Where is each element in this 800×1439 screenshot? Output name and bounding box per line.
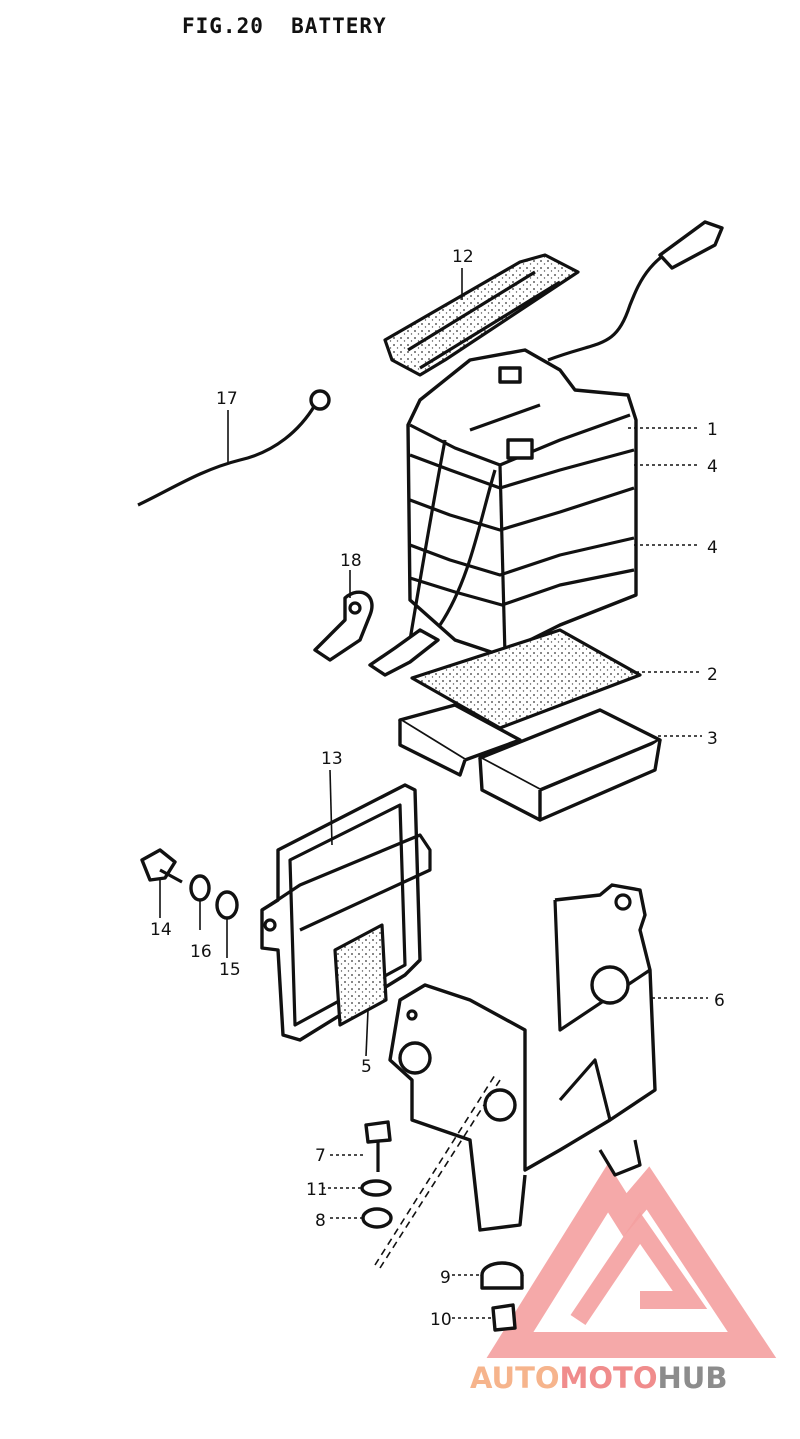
callout-4b: 4 [707, 538, 718, 558]
callout-labels: 1 2 3 4 4 5 6 7 8 9 10 11 12 13 14 15 16… [150, 247, 725, 1330]
breather-hose [137, 404, 317, 507]
figure-number: FIG.20 [182, 14, 264, 38]
cable-end [368, 628, 440, 677]
battery-holder [388, 883, 657, 1232]
callout-11: 11 [306, 1180, 328, 1200]
watermark-text: AUTOMOTOHUB [470, 1361, 727, 1395]
callout-13: 13 [321, 749, 343, 769]
grommet [480, 1261, 524, 1290]
battery-tray [398, 703, 662, 822]
battery-strap [383, 253, 580, 377]
callout-6: 6 [714, 991, 725, 1011]
cover-screw [140, 848, 183, 884]
callout-9: 9 [440, 1268, 451, 1288]
bolt [364, 1120, 392, 1172]
callout-12: 12 [452, 247, 474, 267]
callout-17: 17 [216, 389, 238, 409]
callout-7: 7 [315, 1146, 326, 1166]
washer-8 [361, 1207, 393, 1229]
callout-14: 14 [150, 920, 172, 940]
callout-10: 10 [430, 1310, 452, 1330]
battery-pad [410, 628, 642, 730]
watermark-auto: AUTO [470, 1361, 560, 1395]
figure-name: BATTERY [291, 14, 387, 38]
ground-lead [313, 590, 374, 662]
callout-3: 3 [707, 729, 718, 749]
callout-15: 15 [219, 960, 241, 980]
callout-18: 18 [340, 551, 362, 571]
callout-8: 8 [315, 1211, 326, 1231]
callout-16: 16 [190, 942, 212, 962]
battery [406, 348, 638, 657]
holder-plate [333, 923, 388, 1027]
watermark-logo [486, 1163, 777, 1358]
positive-terminal-cap [658, 220, 724, 270]
callout-5: 5 [361, 1057, 372, 1077]
watermark-hub: HUB [658, 1361, 728, 1395]
watermark-moto: MOTO [560, 1361, 658, 1395]
negative-cable [408, 439, 447, 641]
callout-4: 4 [707, 457, 718, 477]
callout-1: 1 [707, 420, 718, 440]
spacer [491, 1303, 517, 1332]
leader-lines [159, 268, 708, 1319]
lock-washer-16 [189, 874, 211, 902]
lock-washer-11 [360, 1179, 392, 1197]
figure-title: FIG.20 BATTERY [182, 14, 387, 38]
callout-2: 2 [707, 665, 718, 685]
washer-15 [215, 890, 239, 920]
